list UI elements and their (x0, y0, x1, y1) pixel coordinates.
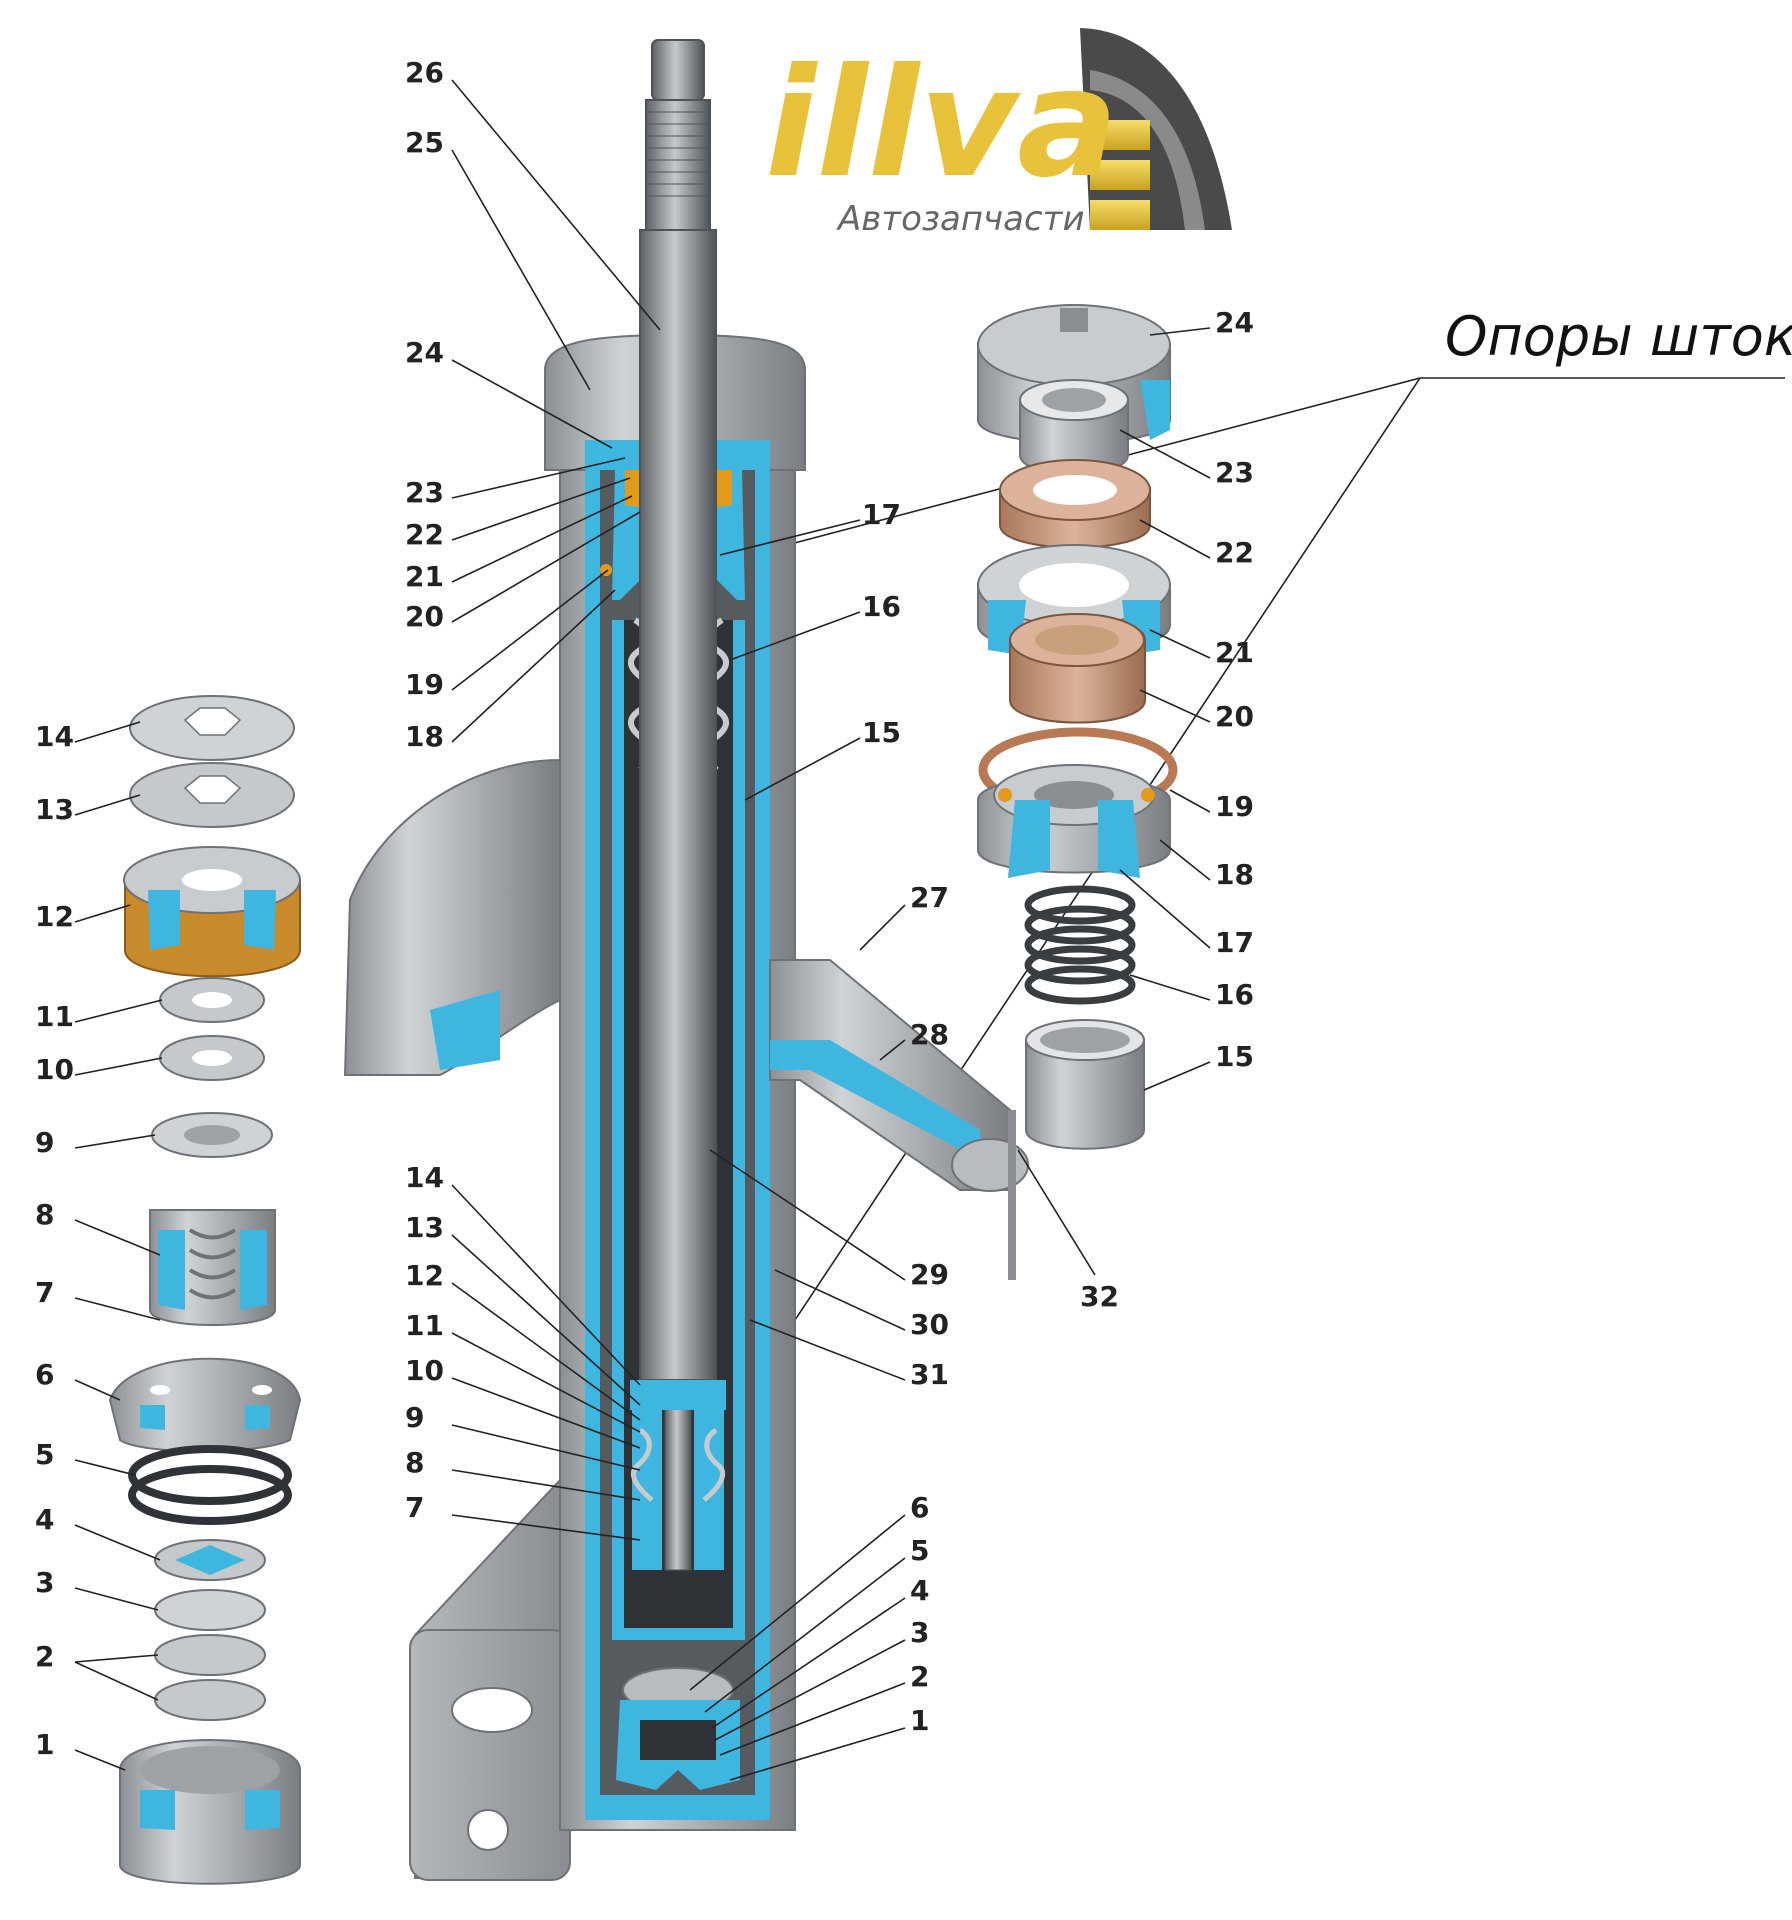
label-x15: 15 (1215, 1040, 1254, 1073)
label-24: 24 (405, 336, 444, 369)
leader-lines (74, 79, 1211, 1781)
spring-seat-plate (343, 758, 561, 1076)
piston-rod (639, 39, 717, 1571)
label-26: 26 (405, 56, 444, 89)
label-l9: 9 (35, 1126, 54, 1159)
callout-arrow-lower (721, 377, 1421, 1432)
label-13: 13 (405, 1211, 444, 1244)
part-8-spring-nut (149, 1209, 276, 1326)
label-l3: 3 (35, 1566, 54, 1599)
label-l13: 13 (35, 793, 74, 826)
label-6: 6 (910, 1491, 929, 1524)
label-10: 10 (405, 1354, 444, 1387)
label-7: 7 (405, 1491, 424, 1524)
label-12: 12 (405, 1259, 444, 1292)
label-x32: 32 (1080, 1280, 1119, 1313)
part-10-washer (159, 1035, 265, 1081)
callout-rod-supports: Опоры штока (721, 305, 1792, 1432)
label-22: 22 (405, 518, 444, 551)
label-8: 8 (405, 1446, 424, 1479)
part-9-plate (151, 1112, 273, 1158)
label-l1: 1 (35, 1728, 54, 1761)
label-4: 4 (910, 1574, 929, 1607)
mounting-bracket (409, 1477, 571, 1881)
label-25: 25 (405, 126, 444, 159)
label-19: 19 (405, 668, 444, 701)
part-16-spring (1024, 885, 1136, 1005)
label-x23: 23 (1215, 456, 1254, 489)
label-30: 30 (910, 1308, 949, 1341)
label-18: 18 (405, 720, 444, 753)
part-5-ring (128, 1445, 292, 1525)
label-l5: 5 (35, 1438, 54, 1471)
label-20: 20 (405, 600, 444, 633)
label-x17: 17 (1215, 926, 1254, 959)
label-l6: 6 (35, 1358, 54, 1391)
logo-stripes-icon (1080, 28, 1232, 230)
part-13-washer (129, 762, 295, 828)
label-31: 31 (910, 1358, 949, 1391)
part-15-sleeve (1025, 1019, 1145, 1150)
label-21: 21 (405, 560, 444, 593)
steering-knuckle-arm (769, 959, 1029, 1280)
label-x16: 16 (1215, 978, 1254, 1011)
part-4-disc (154, 1539, 266, 1581)
brand-logo: illva Автозапчасти (765, 28, 1232, 239)
label-28: 28 (910, 1018, 949, 1051)
label-23: 23 (405, 476, 444, 509)
label-5: 5 (910, 1534, 929, 1567)
part-2-discs (154, 1634, 266, 1721)
label-l2: 2 (35, 1640, 54, 1673)
part-22-seal-ring (999, 459, 1151, 549)
part-20-bushing (1009, 613, 1146, 724)
label-x20: 20 (1215, 700, 1254, 733)
rod-threaded-end (645, 99, 711, 231)
label-16: 16 (862, 590, 901, 623)
label-x19: 19 (1215, 790, 1254, 823)
label-9: 9 (405, 1401, 424, 1434)
label-2: 2 (910, 1660, 929, 1693)
exploded-right-parts (977, 304, 1178, 1150)
exploded-left-parts (108, 695, 302, 1885)
label-3: 3 (910, 1616, 929, 1649)
part-1-valve-body (119, 1739, 301, 1885)
base-valve (598, 1667, 755, 1820)
part-14-washer (129, 695, 295, 761)
part-12-piston (123, 846, 301, 978)
part-number-labels: 26 25 24 23 22 21 20 19 18 14 13 12 11 1… (35, 56, 1254, 1761)
label-l8: 8 (35, 1198, 54, 1231)
part-11-washer (159, 977, 265, 1023)
label-l7: 7 (35, 1276, 54, 1309)
label-x21: 21 (1215, 636, 1254, 669)
sensor-wire (1008, 1110, 1016, 1280)
label-x22: 22 (1215, 536, 1254, 569)
label-15: 15 (862, 716, 901, 749)
label-1: 1 (910, 1704, 929, 1737)
label-l14: 14 (35, 720, 74, 753)
label-29: 29 (910, 1258, 949, 1291)
label-l11: 11 (35, 1000, 74, 1033)
logo-brand-text: illva (765, 37, 1118, 211)
piston-valve (630, 1380, 726, 1570)
part-18-rod-guide (977, 764, 1171, 878)
part-3-disc (154, 1589, 266, 1631)
bracket-slot-hole (451, 1687, 533, 1733)
bracket-round-hole (467, 1809, 509, 1851)
logo-subtitle: Автозапчасти (836, 199, 1085, 239)
part-6-valve-plate (108, 1357, 302, 1453)
label-l12: 12 (35, 900, 74, 933)
label-11: 11 (405, 1309, 444, 1342)
label-x18: 18 (1215, 858, 1254, 891)
label-x24: 24 (1215, 306, 1254, 339)
label-14: 14 (405, 1161, 444, 1194)
label-l10: 10 (35, 1053, 74, 1086)
label-17: 17 (862, 498, 901, 531)
label-27: 27 (910, 881, 949, 914)
label-l4: 4 (35, 1503, 54, 1536)
callout-text: Опоры штока (1445, 305, 1792, 368)
strut-main-assembly (343, 39, 1029, 1881)
